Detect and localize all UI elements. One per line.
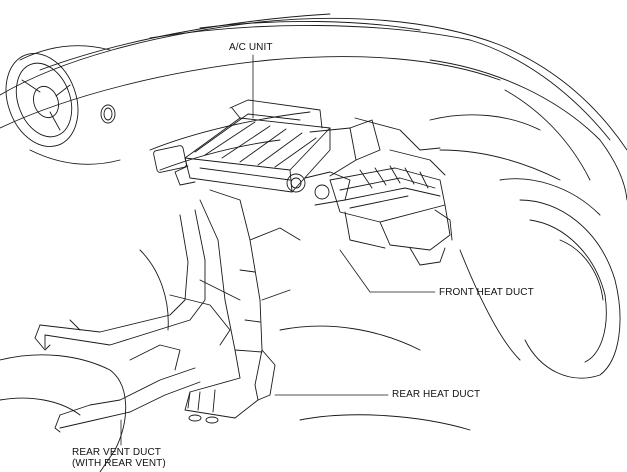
rear-vent-duct-drawing [34, 209, 241, 433]
label-front-heat-duct: FRONT HEAT DUCT [439, 287, 534, 298]
leader-lines [120, 54, 436, 446]
label-ac-unit: A/C UNIT [229, 42, 273, 53]
dashboard-outline [0, 13, 627, 201]
label-rear-vent-duct-note: (WITH REAR VENT) [72, 458, 166, 469]
floor-outline [0, 249, 471, 472]
label-rear-vent-duct: REAR VENT DUCT [72, 447, 162, 458]
ac-unit-drawing [153, 99, 441, 206]
steering-wheel [5, 45, 121, 165]
label-rear-heat-duct: REAR HEAT DUCT [392, 389, 481, 400]
front-heat-duct-drawing [329, 149, 453, 266]
rear-heat-duct-drawing [184, 189, 301, 424]
leader-front-heat-duct [339, 249, 436, 293]
door-outline [459, 178, 621, 379]
